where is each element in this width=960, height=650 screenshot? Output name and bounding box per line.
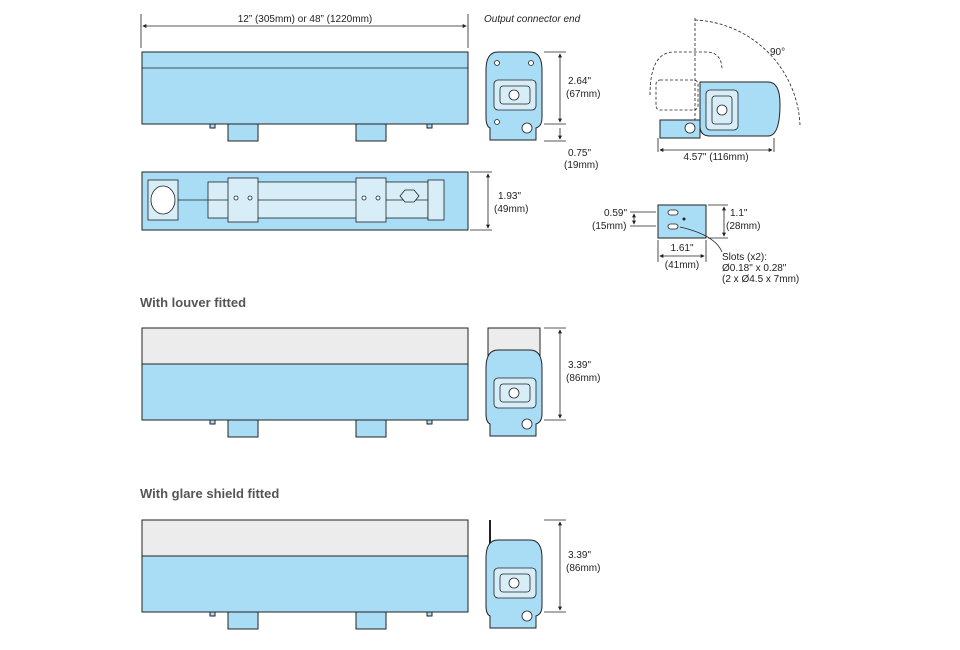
foot-in: 0.75" bbox=[568, 148, 591, 159]
depth-in: 1.93" bbox=[498, 191, 521, 202]
glare-heading: With glare shield fitted bbox=[140, 486, 279, 501]
glare-h-in: 3.39" bbox=[568, 550, 591, 561]
slot-offset-mm: (15mm) bbox=[592, 221, 626, 232]
output-connector-label: Output connector end bbox=[484, 14, 581, 25]
slots-line3: (2 x Ø4.5 x 7mm) bbox=[722, 274, 799, 285]
rot-width-label: 4.57" (116mm) bbox=[683, 152, 748, 163]
glare-h-mm: (86mm) bbox=[566, 563, 600, 574]
end-view-top bbox=[485, 51, 543, 141]
louver-end-view bbox=[485, 327, 543, 437]
louver-height-dimension: 3.39" (86mm) bbox=[544, 327, 600, 421]
height-mm: (67mm) bbox=[566, 89, 600, 100]
slots-line1: Slots (x2): bbox=[722, 252, 767, 263]
slots-line2: Ø0.18" x 0.28" bbox=[722, 263, 787, 274]
side-view-top bbox=[141, 51, 469, 142]
bracket-w-mm: (41mm) bbox=[665, 260, 699, 271]
height-dimension: 2.64" (67mm) 0.75" (19mm) bbox=[544, 51, 600, 171]
glare-side-view bbox=[141, 519, 469, 630]
foot-mm: (19mm) bbox=[564, 160, 598, 171]
depth-mm: (49mm) bbox=[494, 204, 528, 215]
rotated-view: 4.57" (116mm) 90° bbox=[649, 18, 801, 163]
length-dimension: 12” (305mm) or 48” (1220mm) bbox=[140, 14, 469, 48]
bracket-h-mm: (28mm) bbox=[726, 221, 760, 232]
louver-h-in: 3.39" bbox=[568, 360, 591, 371]
bracket-h-in: 1.1" bbox=[730, 208, 748, 219]
louver-h-mm: (86mm) bbox=[566, 373, 600, 384]
bracket-detail: 0.59" (15mm) 1.1" (28mm) 1.61" (41mm) Sl… bbox=[592, 204, 799, 285]
glare-height-dimension: 3.39" (86mm) bbox=[544, 519, 600, 613]
length-label: 12” (305mm) or 48” (1220mm) bbox=[238, 14, 372, 25]
louver-heading: With louver fitted bbox=[140, 295, 246, 310]
louver-side-view bbox=[141, 327, 469, 438]
glare-end-view bbox=[485, 520, 543, 629]
bracket-w-in: 1.61" bbox=[670, 243, 693, 254]
rotation-label: 90° bbox=[770, 47, 785, 58]
height-in: 2.64" bbox=[568, 76, 591, 87]
top-down-view bbox=[141, 171, 469, 231]
slot-offset-in: 0.59" bbox=[604, 208, 627, 219]
depth-dimension: 1.93" (49mm) bbox=[470, 171, 528, 231]
